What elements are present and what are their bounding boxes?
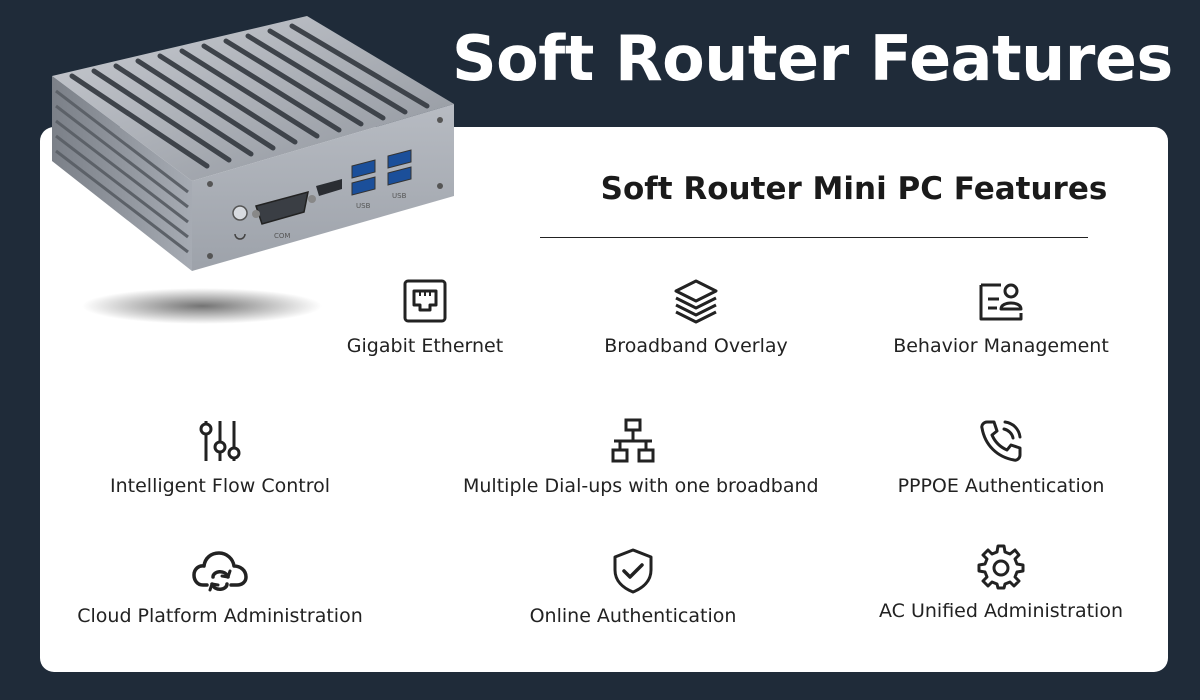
screw (437, 117, 443, 123)
feature-label: Cloud Platform Administration (77, 605, 363, 627)
gear-icon (977, 544, 1025, 590)
mini-pc-image: COM USB USB (52, 16, 454, 324)
shield-check-icon (613, 548, 653, 594)
com-screw (308, 195, 316, 203)
device-side (52, 76, 192, 271)
phone-call-icon (980, 420, 1022, 462)
feature-behavior-management: Behavior Management (831, 277, 1171, 357)
usb-port-label: USB (392, 192, 407, 200)
hdmi-port-icon (316, 179, 342, 196)
card-title: Soft Router Mini PC Features (600, 171, 1108, 207)
feature-label: Broadband Overlay (604, 335, 788, 357)
network-topology-icon (611, 418, 655, 463)
page-headline: Soft Router Features (452, 22, 1173, 95)
device-shadow (82, 288, 322, 324)
usb-port-icon (351, 159, 376, 196)
com-port-label: COM (274, 232, 290, 240)
screw (437, 183, 443, 189)
feature-label: PPPOE Authentication (897, 475, 1105, 497)
screw (207, 253, 213, 259)
feature-label: Behavior Management (893, 335, 1109, 357)
feature-pppoe-authentication: PPPOE Authentication (831, 417, 1171, 497)
layers-icon (674, 279, 718, 324)
feature-gigabit-ethernet: Gigabit Ethernet (255, 277, 595, 357)
cloud-sync-icon (192, 551, 248, 592)
feature-label: Intelligent Flow Control (110, 475, 330, 497)
title-divider (540, 237, 1088, 238)
top-fins (69, 23, 430, 169)
feature-label: Online Authentication (529, 605, 737, 627)
ethernet-port-icon (403, 279, 447, 323)
screw (207, 181, 213, 187)
feature-broadband-overlay: Broadband Overlay (526, 277, 866, 357)
feature-label: Multiple Dial-ups with one broadband (463, 475, 819, 497)
usb-port-label: USB (356, 202, 371, 210)
usb-port-icon (387, 149, 412, 186)
feature-multiple-dial-ups: Multiple Dial-ups with one broadband (463, 417, 819, 497)
com-screw (252, 210, 260, 218)
user-management-icon (979, 283, 1023, 321)
feature-online-authentication: Online Authentication (463, 547, 803, 627)
feature-label: AC Unified Administration (879, 600, 1123, 622)
sliders-icon (199, 421, 241, 461)
feature-intelligent-flow-control: Intelligent Flow Control (50, 417, 390, 497)
feature-label: Gigabit Ethernet (346, 335, 504, 357)
com-port-icon (255, 190, 309, 225)
feature-ac-unified-administration: AC Unified Administration (831, 542, 1171, 622)
side-fins (55, 89, 189, 254)
power-symbol-icon (234, 233, 246, 240)
feature-cloud-platform-administration: Cloud Platform Administration (50, 547, 390, 627)
power-button-icon (232, 205, 248, 221)
